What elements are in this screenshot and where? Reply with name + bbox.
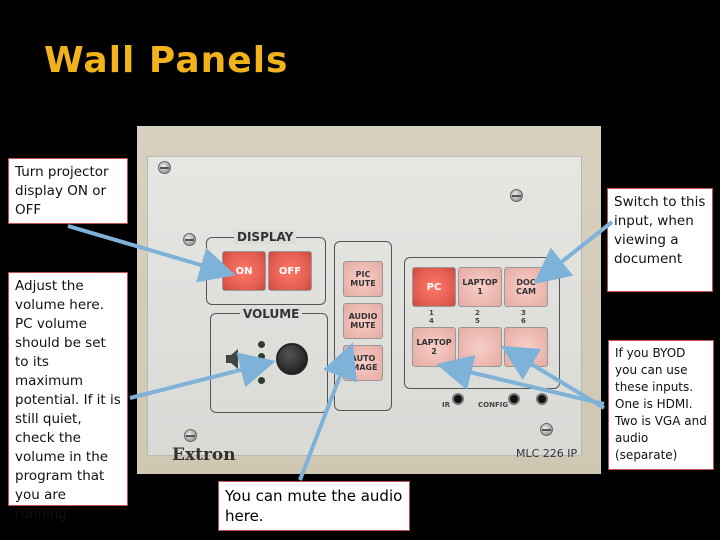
screw-icon: [510, 189, 523, 202]
volume-led: [258, 353, 265, 360]
model-number: MLC 226 IP: [516, 447, 578, 460]
input-number: 3: [521, 309, 526, 317]
mute-group: [334, 241, 392, 411]
display-label: DISPLAY: [234, 230, 297, 244]
laptop1-input-button[interactable]: LAPTOP 1: [458, 267, 502, 307]
volume-led: [258, 377, 265, 384]
panel-faceplate: DISPLAY ON OFF VOLUME PIC MUTE AUDIO MUT…: [147, 156, 582, 465]
config-label: CONFIG: [478, 401, 509, 409]
input-6-button[interactable]: [504, 327, 548, 367]
volume-led: [258, 341, 265, 348]
wall-panel-photo: DISPLAY ON OFF VOLUME PIC MUTE AUDIO MUT…: [137, 126, 601, 474]
slide-title: Wall Panels: [44, 40, 289, 81]
callout-volume: Adjust the volume here. PC volume should…: [8, 272, 128, 522]
status-led: [536, 393, 548, 405]
input-number: 6: [521, 317, 526, 325]
input-5-button[interactable]: [458, 327, 502, 367]
display-on-button[interactable]: ON: [222, 251, 266, 291]
pc-input-button[interactable]: PC: [412, 267, 456, 307]
callout-byod: If you BYOD you can use these inputs. On…: [608, 340, 714, 470]
audio-mute-button[interactable]: AUDIO MUTE: [343, 303, 383, 339]
input-number: 5: [475, 317, 480, 325]
input-number: 4: [429, 317, 434, 325]
input-number: 2: [475, 309, 480, 317]
ir-sensor: [452, 393, 464, 405]
pic-mute-button[interactable]: PIC MUTE: [343, 261, 383, 297]
speaker-icon: [226, 349, 238, 369]
auto-image-button[interactable]: AUTO IMAGE: [343, 345, 383, 381]
volume-label: VOLUME: [240, 307, 303, 321]
screw-icon: [540, 423, 553, 436]
callout-mute: You can mute the audio here.: [218, 481, 410, 531]
volume-led: [258, 365, 265, 372]
screw-icon: [158, 161, 171, 174]
callout-switch: Switch to this input, when viewing a doc…: [607, 188, 713, 292]
brand-logo: Extron: [172, 445, 236, 465]
doc-cam-input-button[interactable]: DOC CAM: [504, 267, 548, 307]
config-port[interactable]: [508, 393, 520, 405]
ir-label: IR: [442, 401, 450, 409]
laptop2-input-button[interactable]: LAPTOP 2: [412, 327, 456, 367]
screw-icon: [184, 429, 197, 442]
display-off-button[interactable]: OFF: [268, 251, 312, 291]
callout-projector: Turn projector display ON or OFF: [8, 158, 128, 224]
input-number: 1: [429, 309, 434, 317]
volume-knob[interactable]: [276, 343, 308, 375]
screw-icon: [183, 233, 196, 246]
